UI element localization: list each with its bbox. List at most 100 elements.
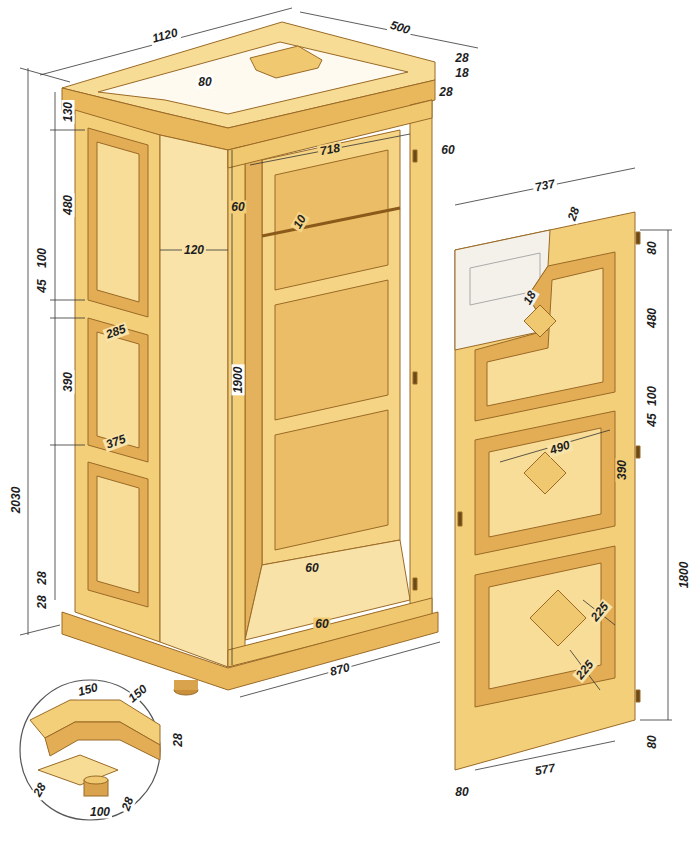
door-panel-raise xyxy=(489,428,601,537)
back-panel xyxy=(275,150,388,290)
back-wall xyxy=(262,130,400,565)
back-panel xyxy=(275,410,388,550)
dimension-label: 28 xyxy=(565,204,583,225)
dimension-line xyxy=(250,134,410,165)
dimension-label: 28 xyxy=(437,86,454,99)
dimension-label: 130 xyxy=(62,100,75,124)
hinge xyxy=(413,578,417,590)
front-stile xyxy=(410,100,432,620)
dimension-label: 480 xyxy=(62,193,75,217)
dimension-label: 28 xyxy=(119,794,137,815)
door-panel-raise xyxy=(487,268,603,406)
extension-line xyxy=(50,445,85,446)
hinge xyxy=(636,446,640,458)
dimension-label: 225 xyxy=(587,599,612,626)
extension-line xyxy=(50,318,85,319)
dimension-label: 120 xyxy=(182,244,206,257)
dimension-label: 60 xyxy=(229,201,246,214)
dimension-label: 28 xyxy=(172,731,185,748)
extension-line xyxy=(20,68,70,82)
dimension-line xyxy=(570,650,600,690)
dimension-label: 150 xyxy=(125,681,152,706)
dimension-label: 45 xyxy=(36,277,49,294)
dimension-label: 45 xyxy=(646,411,659,428)
panel-section xyxy=(524,452,566,494)
dimension-label: 285 xyxy=(102,322,129,342)
hinge xyxy=(636,232,640,244)
left-side xyxy=(75,110,160,642)
extension-line xyxy=(20,625,60,635)
dimension-label: 10 xyxy=(290,211,310,233)
top-rail xyxy=(228,100,432,168)
corner-strip xyxy=(160,135,228,667)
dimension-label: 577 xyxy=(532,762,558,779)
inner-side xyxy=(245,153,262,640)
dimension-label: 150 xyxy=(75,681,102,700)
dimension-label: 100 xyxy=(646,384,659,408)
dimension-line xyxy=(300,12,478,48)
handle xyxy=(458,512,462,526)
plinth-corner xyxy=(38,755,118,785)
hinge xyxy=(413,150,417,162)
dimension-label: 18 xyxy=(453,67,470,80)
dimension-label: 18 xyxy=(520,287,540,309)
dimension-label: 28 xyxy=(36,593,49,610)
side-panel xyxy=(88,462,148,607)
foot xyxy=(84,776,108,784)
dimension-line xyxy=(500,430,610,462)
side-panel xyxy=(88,128,148,317)
dimension-line xyxy=(55,92,56,600)
dimension-label: 28 xyxy=(453,52,470,65)
inset-circle xyxy=(20,680,160,820)
extension-line xyxy=(640,720,672,721)
dimension-label: 480 xyxy=(646,306,659,330)
dimension-line xyxy=(28,68,29,635)
dimension-line xyxy=(40,8,292,75)
wardrobe-body xyxy=(62,22,438,695)
panel-section xyxy=(530,590,586,646)
dimension-label: 375 xyxy=(102,432,129,452)
dimension-label: 1900 xyxy=(232,365,245,396)
hanging-rod xyxy=(262,208,400,236)
side-panel-raise xyxy=(97,476,139,593)
plinth xyxy=(62,612,438,690)
dimension-label: 2030 xyxy=(10,485,23,516)
door-leaf xyxy=(455,212,635,770)
cornice-corner xyxy=(45,722,160,760)
extension-line xyxy=(50,300,85,301)
top-board xyxy=(250,46,322,78)
dimension-label: 390 xyxy=(616,458,629,482)
hinge xyxy=(636,690,640,702)
dimension-line xyxy=(668,230,669,720)
dimension-label: 80 xyxy=(646,239,659,256)
side-panel xyxy=(88,318,148,462)
dimension-label: 80 xyxy=(453,786,470,799)
dimension-label: 870 xyxy=(327,661,354,680)
door-panel xyxy=(475,411,615,555)
dimension-label: 718 xyxy=(317,142,343,159)
dimension-label: 28 xyxy=(36,569,49,586)
dimension-label: 490 xyxy=(547,438,574,458)
dimension-label: 60 xyxy=(313,618,330,631)
dimension-line xyxy=(240,642,440,697)
dimension-label: 500 xyxy=(387,18,414,38)
dimension-label: 28 xyxy=(30,779,50,801)
side-panel-raise xyxy=(97,332,139,448)
dimension-label: 80 xyxy=(646,733,659,750)
dimension-label: 80 xyxy=(196,76,213,89)
extension-line xyxy=(640,230,672,231)
hinge xyxy=(413,372,417,384)
extension-line xyxy=(50,130,85,131)
dimension-label: 100 xyxy=(88,806,112,819)
door-panel xyxy=(475,252,615,421)
detail-inset xyxy=(20,680,160,820)
foot xyxy=(174,680,198,690)
back-panel xyxy=(275,280,388,420)
dimension-label: 60 xyxy=(303,562,320,575)
dimension-label: 60 xyxy=(439,144,456,157)
dimension-label: 737 xyxy=(532,177,558,195)
dimension-label: 225 xyxy=(572,657,597,684)
